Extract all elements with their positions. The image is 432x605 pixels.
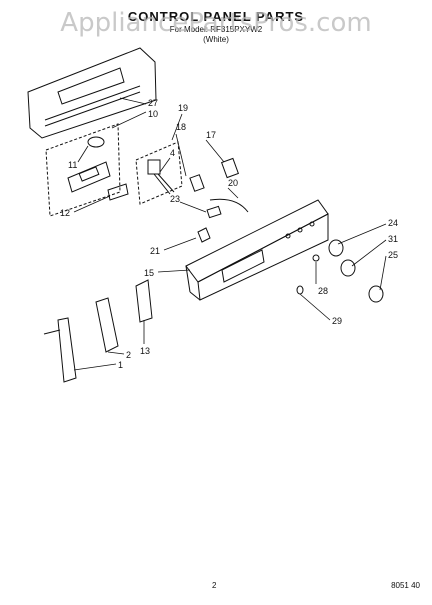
callout-18: 18 <box>176 122 186 132</box>
callout-21: 21 <box>150 246 160 256</box>
callout-23: 23 <box>170 194 180 204</box>
back-panel-window <box>57 67 125 105</box>
bracket-part <box>87 136 105 148</box>
page-number: 2 <box>212 581 217 590</box>
callout-24: 24 <box>388 218 398 228</box>
callout-2: 2 <box>126 350 131 360</box>
callout-13: 13 <box>140 346 150 356</box>
callout-27: 27 <box>148 98 158 108</box>
spacer-part <box>312 254 320 262</box>
callout-28: 28 <box>318 286 328 296</box>
end-bracket-13-part <box>135 279 153 323</box>
callout-19: 19 <box>178 103 188 113</box>
clip-part <box>189 174 205 192</box>
knob-clip-part <box>220 157 240 179</box>
part-code: 8051 40 <box>391 581 420 590</box>
end-cap-2-part <box>95 297 119 353</box>
diagram-title: CONTROL PANEL PARTS <box>127 9 305 24</box>
callout-10: 10 <box>148 109 158 119</box>
callout-20: 20 <box>228 178 238 188</box>
callout-labels: 27 10 19 18 17 4 11 20 23 12 21 24 31 15… <box>60 98 398 370</box>
callout-15: 15 <box>144 268 154 278</box>
callout-12: 12 <box>60 208 70 218</box>
bracket-21-part <box>197 227 211 243</box>
switch-part <box>147 159 161 175</box>
plug-part <box>296 285 304 295</box>
callout-11: 11 <box>68 160 77 170</box>
knob-25-part <box>368 285 384 303</box>
connector-part <box>206 205 222 219</box>
callout-29: 29 <box>332 316 342 326</box>
knob-24-part <box>328 239 344 257</box>
wire-part <box>209 198 249 213</box>
model-line: For Model: RF315PXYW2 <box>169 25 263 34</box>
side-trim-1-part <box>57 317 77 383</box>
callout-4: 4 <box>170 148 175 158</box>
knob-31-part <box>340 259 356 277</box>
display-module-part <box>67 161 111 193</box>
callout-31: 31 <box>388 234 398 244</box>
callout-17: 17 <box>206 130 216 140</box>
control-panel-face <box>197 213 329 301</box>
callout-25: 25 <box>388 250 398 260</box>
callout-1: 1 <box>118 360 123 370</box>
color-line: (White) <box>203 35 229 44</box>
plate-part <box>107 183 129 201</box>
assembly-box-left <box>45 123 121 217</box>
back-panel-part <box>27 47 157 139</box>
assembly-box-middle <box>135 141 183 205</box>
